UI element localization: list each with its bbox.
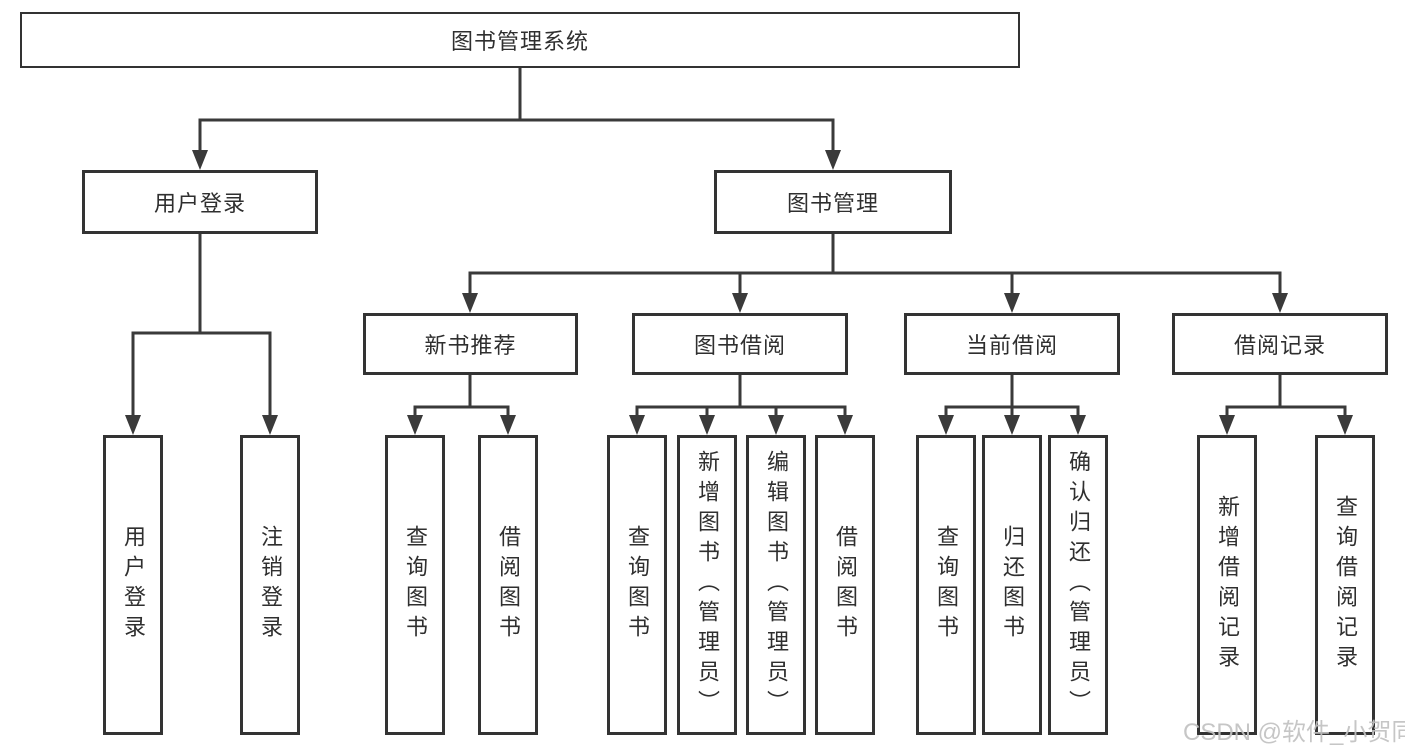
leaf-query-borrow-record: 查询借阅记录 — [1315, 435, 1375, 735]
leaf-logout: 注销登录 — [240, 435, 300, 735]
node-label: 借阅记录 — [1233, 333, 1326, 358]
leaf-label: 新增借阅记录 — [1215, 495, 1240, 675]
leaf-label: 查询图书 — [625, 525, 650, 645]
leaf-label: 查询借阅记录 — [1333, 495, 1358, 675]
leaf-label: 注销登录 — [258, 525, 283, 645]
leaf-label: 查询图书 — [403, 525, 428, 645]
node-book-borrow: 图书借阅 — [632, 313, 848, 375]
node-library-management-system: 图书管理系统 — [20, 12, 1020, 68]
leaf-query-books-recommend: 查询图书 — [385, 435, 445, 735]
arrowheads — [125, 150, 1353, 435]
node-book-management: 图书管理 — [714, 170, 952, 234]
node-label: 当前借阅 — [965, 333, 1058, 358]
leaf-label: 用户登录 — [121, 525, 146, 645]
leaf-return-book: 归还图书 — [982, 435, 1042, 735]
leaf-user-login: 用户登录 — [103, 435, 163, 735]
leaf-query-books-current: 查询图书 — [916, 435, 976, 735]
node-new-book-recommend: 新书推荐 — [363, 313, 578, 375]
leaf-borrow-books-recommend: 借阅图书 — [478, 435, 538, 735]
csdn-watermark: CSDN @软件_小贺同学 — [1183, 719, 1405, 746]
node-borrow-records: 借阅记录 — [1172, 313, 1388, 375]
leaf-label: 查询图书 — [934, 525, 959, 645]
leaf-edit-book-admin: 编辑图书（管理员） — [746, 435, 806, 735]
node-label: 用户登录 — [153, 191, 246, 216]
leaf-add-book-admin: 新增图书（管理员） — [677, 435, 737, 735]
node-current-borrow: 当前借阅 — [904, 313, 1120, 375]
node-label: 图书管理系统 — [450, 29, 589, 54]
leaf-label: 编辑图书（管理员） — [764, 450, 789, 720]
node-label: 图书借阅 — [693, 333, 786, 358]
leaf-label: 确认归还（管理员） — [1066, 450, 1091, 720]
connector-lines — [131, 68, 1347, 419]
node-user-login-group: 用户登录 — [82, 170, 318, 234]
leaf-borrow-books: 借阅图书 — [815, 435, 875, 735]
node-label: 新书推荐 — [424, 333, 517, 358]
leaf-add-borrow-record: 新增借阅记录 — [1197, 435, 1257, 735]
node-label: 图书管理 — [786, 191, 879, 216]
leaf-label: 借阅图书 — [833, 525, 858, 645]
leaf-confirm-return-admin: 确认归还（管理员） — [1048, 435, 1108, 735]
leaf-label: 归还图书 — [1000, 525, 1025, 645]
leaf-label: 新增图书（管理员） — [695, 450, 720, 720]
leaf-label: 借阅图书 — [496, 525, 521, 645]
leaf-query-books-borrow: 查询图书 — [607, 435, 667, 735]
